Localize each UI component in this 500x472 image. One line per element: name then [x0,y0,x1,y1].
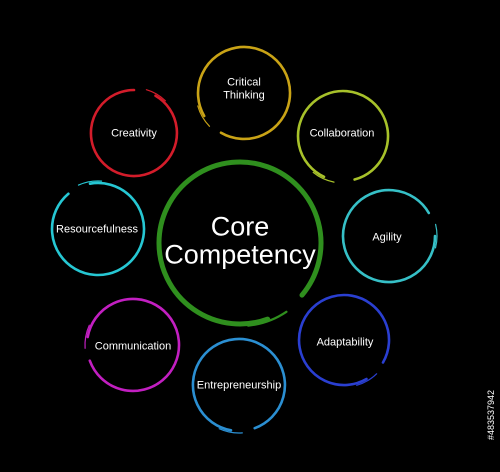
watermark-id-text: #483537942 [486,389,496,441]
node-label-agility: Agility [372,232,401,245]
ring-critical-thinking [196,45,292,141]
ring-adaptability [297,293,391,387]
ring-resourcefulness-tail [77,180,103,186]
node-adaptability-line1: Adaptability [316,336,374,349]
node-creativity-line1: Creativity [111,127,157,140]
node-critical-thinking-line2: Thinking [223,89,265,101]
node-label-critical-thinking: Critical Thinking [223,76,265,101]
ring-agility-tail [434,223,438,249]
node-resourcefulness-line1: Resourcefulness [56,223,138,236]
center-label: Core Competency [164,211,316,270]
watermark-id: #483537942 [484,360,498,470]
node-label-creativity: Creativity [111,128,157,141]
center-label-line2: Competency [164,240,316,270]
center-ring [156,159,324,327]
node-label-communication: Communication [95,341,171,354]
ring-collaboration-tail [312,171,335,183]
ring-adaptability-tail [356,373,378,386]
ring-communication [86,297,181,393]
ring-resourcefulness [50,181,146,277]
ring-critical-thinking-tail [197,105,211,127]
node-label-adaptability: Adaptability [317,337,374,350]
ring-creativity [89,88,179,178]
node-entrepreneurship-line1: Entrepreneurship [196,379,282,392]
ring-entrepreneurship [191,337,287,432]
ring-agility [341,188,437,284]
ring-communication-tail [84,324,90,349]
ring-creativity-tail [145,89,166,102]
ring-entrepreneurship-tail [218,428,243,434]
ring-collaboration [296,89,390,181]
node-label-collaboration: Collaboration [310,128,375,141]
node-critical-thinking-line1: Critical [227,76,261,89]
center-ring-tail [247,310,288,327]
node-communication-line1: Communication [94,340,172,353]
center-label-line1: Core [210,211,270,242]
node-agility-line1: Agility [372,231,402,244]
node-label-entrepreneurship: Entrepreneurship [197,380,281,393]
node-label-resourcefulness: Resourcefulness [56,224,138,237]
node-collaboration-line1: Collaboration [309,127,375,140]
